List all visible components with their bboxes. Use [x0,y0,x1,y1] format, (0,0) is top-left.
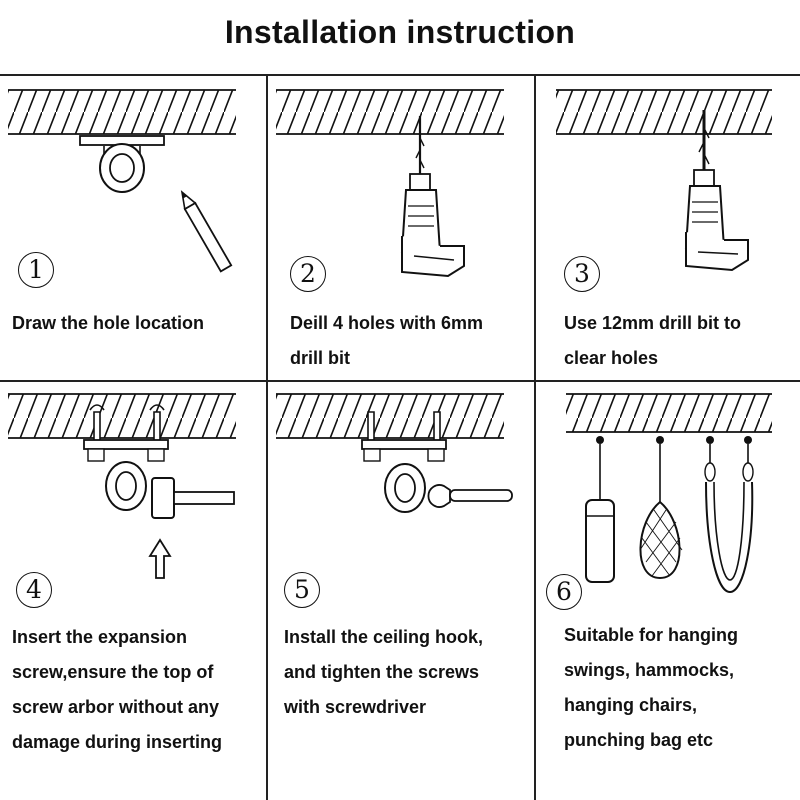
wrench-icon [427,484,513,508]
step-number-badge: 2 [290,256,326,292]
ceiling-hatch [8,90,236,134]
hammer-icon [151,477,235,519]
ceiling-hook-icon [83,439,169,511]
grid-divider-middle [0,380,800,382]
step-number-badge: 4 [16,572,52,608]
step-5-panel: 5 Install the ceiling hook, and tighten … [268,382,534,800]
step-1-panel: 1 Draw the hole location [0,76,266,382]
step-caption: Draw the hole location [12,313,205,333]
step-3-illustration [556,89,772,272]
ceiling-hatch [556,90,772,134]
grid-divider-right [534,74,536,800]
swing-icon [704,436,754,594]
step-6-illustration [566,393,772,594]
pencil-icon [180,190,233,273]
step-number-badge: 5 [284,572,320,608]
grid-divider-left [266,74,268,800]
step-1-illustration [8,89,236,273]
step-caption: Insert the expansion screw,ensure the to… [12,627,223,752]
step-caption: Install the ceiling hook, and tighten th… [284,627,484,717]
step-4-illustration [8,393,236,579]
grid-divider-top [0,74,800,76]
step-number-badge: 3 [564,256,600,292]
step-caption: Deill 4 holes with 6mm drill bit [290,313,484,368]
step-2-illustration [276,89,504,278]
ceiling-hook-icon [361,439,447,513]
step-6-panel: 6 Suitable for hanging swings, hammocks,… [536,382,800,800]
ceiling-hatch [566,394,772,432]
step-4-panel: 4 Insert the expansion screw,ensure the … [0,382,266,800]
step-caption: Suitable for hanging swings, hammocks, h… [564,625,738,750]
ceiling-hatch [276,90,504,134]
page-title: Installation instruction [224,14,576,50]
power-drill-icon [684,110,749,272]
punching-bag-icon [585,436,615,583]
step-number-badge: 6 [546,574,582,610]
ceiling-hatch [276,394,504,438]
ceiling-hatch [8,394,236,438]
ceiling-hook-icon [79,135,165,193]
hammock-icon [639,436,683,580]
step-3-panel: 3 Use 12mm drill bit to clear holes [536,76,800,382]
power-drill-icon [400,116,465,278]
step-5-illustration [276,393,513,513]
step-number-badge: 1 [18,252,54,288]
step-caption: Use 12mm drill bit to clear holes [564,313,742,368]
step-2-panel: 2 Deill 4 holes with 6mm drill bit [268,76,534,382]
arrow-up-icon [148,538,172,579]
